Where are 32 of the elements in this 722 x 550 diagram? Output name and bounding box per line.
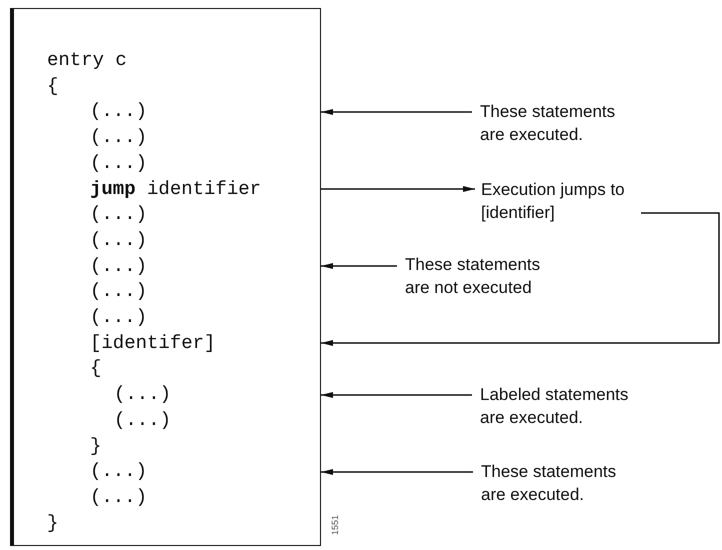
code-line: { <box>47 74 58 99</box>
arrow <box>321 212 720 346</box>
code-box <box>10 8 321 546</box>
code-line: (...) <box>90 484 148 510</box>
code-line: (...) <box>114 408 172 433</box>
code-line: jump identifier <box>90 176 262 202</box>
code-line: (...) <box>90 99 148 124</box>
code-line: (...) <box>90 459 148 484</box>
code-line: } <box>47 510 58 536</box>
code-line: } <box>90 434 102 458</box>
arrow <box>321 263 397 269</box>
annotation-text: Labeled statements are executed. <box>480 383 650 429</box>
code-line: (...) <box>90 305 148 330</box>
code-line: entry c <box>47 48 127 73</box>
code-line: { <box>90 356 102 382</box>
annotation-text: These statements are executed. <box>481 460 641 506</box>
annotation-text: These statements are executed. <box>480 100 640 146</box>
arrow <box>321 109 472 115</box>
code-line: (...) <box>114 382 172 408</box>
code-line: [identifer] <box>90 330 216 356</box>
code-line: (...) <box>90 150 148 176</box>
code-line: (...) <box>90 202 148 228</box>
arrow <box>321 469 473 475</box>
arrow <box>321 186 475 192</box>
arrow <box>321 392 472 398</box>
code-line: (...) <box>90 279 148 304</box>
code-line: (...) <box>90 125 148 150</box>
annotation-text: Execution jumps to [identifier] <box>481 178 641 224</box>
annotation-text: These statements are not executed <box>405 253 565 299</box>
figure-number: 1551 <box>330 514 340 535</box>
code-line: (...) <box>90 254 148 279</box>
code-line: (...) <box>90 228 148 253</box>
